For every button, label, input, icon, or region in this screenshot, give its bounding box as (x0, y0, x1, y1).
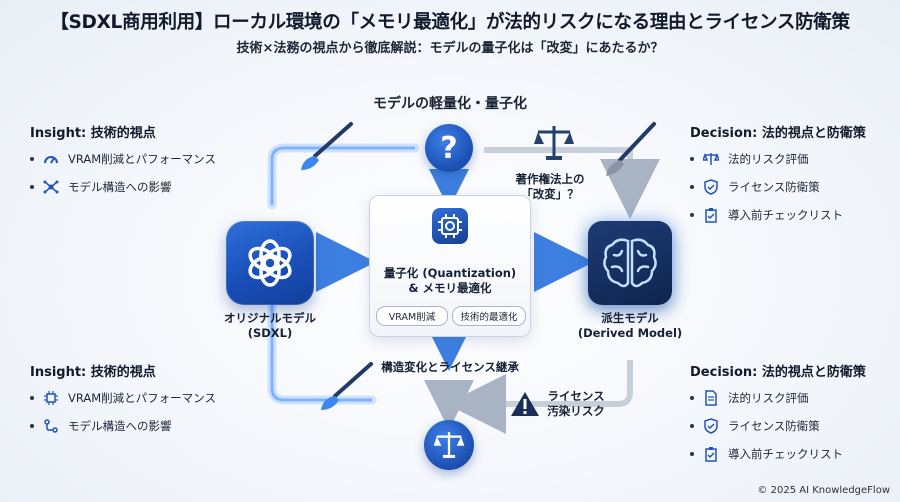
loop-bottom-right (446, 360, 633, 434)
page-title: 【SDXL商用利用】ローカル環境の「メモリ最適化」が法的リスクになる理由とライセ… (50, 12, 850, 33)
shield-check-icon (702, 178, 720, 196)
decision-item: ライセンス防衛策 (690, 416, 866, 436)
insight-item: VRAM削減とパフォーマンス (30, 149, 216, 169)
license-contamination-label: ライセンス 汚染リスク (547, 389, 605, 418)
flow-icon (42, 417, 60, 435)
loop-bottom-left-core (270, 305, 372, 402)
decision-item: 法的リスク評価 (690, 149, 866, 169)
derived-model-label: 派生モデル (Derived Model) (577, 311, 683, 340)
vram-reduction-pill: VRAM削減 (376, 306, 448, 326)
chip-gear-icon (432, 208, 468, 244)
page-subtitle: 技術×法務の視点から徹底解説：モデルの量子化は「改変」にあたるか？ (236, 41, 664, 56)
original-model-label: オリジナルモデル (SDXL) (224, 311, 316, 340)
warning-icon (511, 392, 539, 416)
original-model-icon (226, 221, 314, 305)
paintbrush-icon (606, 122, 656, 176)
derived-model-icon (588, 221, 672, 305)
license-inheritance-label: 構造変化とライセンス継承 (381, 360, 519, 374)
diagram-heading: モデルの軽量化・量子化 (373, 96, 527, 112)
shield-check-icon (702, 417, 720, 435)
clipboard-check-icon (702, 206, 720, 224)
insight-item: モデル構造への影響 (30, 416, 216, 436)
decision-item: 法的リスク評価 (690, 388, 866, 408)
gauge-icon (42, 150, 60, 168)
loop-top-left-core (270, 146, 415, 205)
scale-icon (702, 150, 720, 168)
process-label: 量子化 (Quantization) & メモリ最適化 (383, 266, 517, 295)
network-icon (42, 178, 60, 196)
insight-panel-top: Insight: 技術的視点 VRAM削減とパフォーマンス モデル構造への影響 (30, 122, 216, 197)
paintbrush-icon (321, 362, 373, 410)
document-icon (702, 389, 720, 407)
copyright-notice: © 2025 AI KnowledgeFlow (757, 485, 890, 496)
chip-icon (42, 389, 60, 407)
copyright-question-label: 著作権法上の 「改変」？ (515, 172, 585, 201)
decision-panel-bottom: Decision: 法的視点と防衛策 法的リスク評価 ライセンス防衛策 導入前チ… (690, 361, 866, 464)
quantization-process-box: 量子化 (Quantization) & メモリ最適化 VRAM削減 技術的最適… (369, 195, 531, 337)
insight-title: Insight: 技術的視点 (30, 126, 156, 141)
scale-icon (534, 126, 574, 160)
insight-item: モデル構造への影響 (30, 177, 216, 197)
insight-title: Insight: 技術的視点 (30, 365, 156, 380)
decision-item: 導入前チェックリスト (690, 205, 866, 225)
insight-panel-bottom: Insight: 技術的視点 VRAM削減とパフォーマンス モデル構造への影響 (30, 361, 216, 436)
openai-logo-icon (248, 239, 292, 287)
decision-panel-top: Decision: 法的視点と防衛策 法的リスク評価 ライセンス防衛策 導入前チ… (690, 122, 866, 225)
technical-optimization-pill: 技術的最適化 (452, 306, 526, 326)
insight-item: VRAM削減とパフォーマンス (30, 388, 216, 408)
decision-item: 導入前チェックリスト (690, 444, 866, 464)
brain-icon (603, 238, 657, 288)
clipboard-check-icon (702, 445, 720, 463)
scale-circle-icon (424, 420, 474, 470)
decision-title: Decision: 法的視点と防衛策 (690, 126, 866, 141)
question-icon: ? (425, 124, 473, 172)
paintbrush-icon (301, 122, 353, 170)
decision-title: Decision: 法的視点と防衛策 (690, 365, 866, 380)
decision-item: ライセンス防衛策 (690, 177, 866, 197)
